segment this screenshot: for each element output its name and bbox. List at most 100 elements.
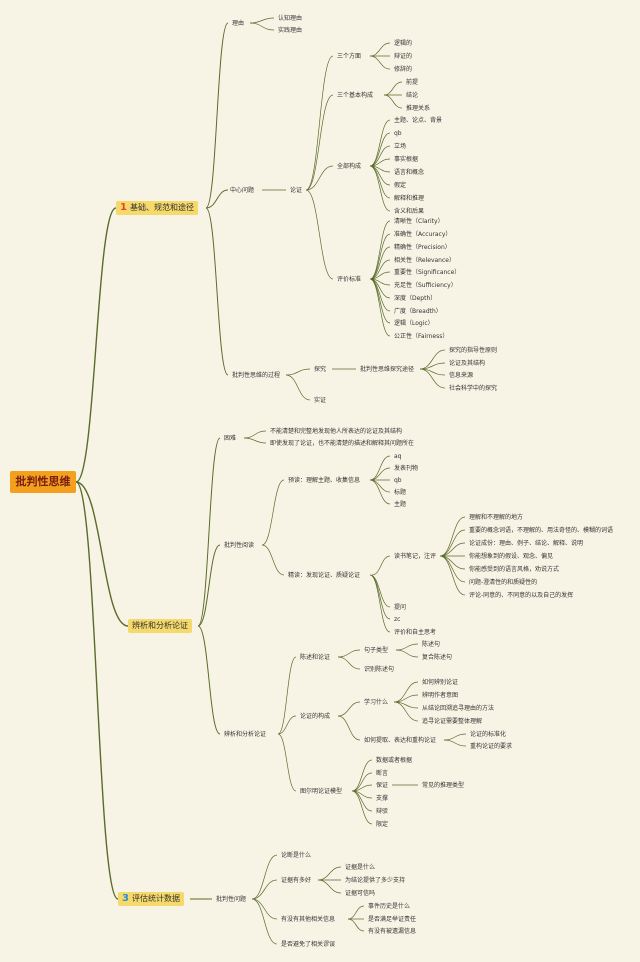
node-notes-item[interactable]: 你能想象到的假设、观念、偏见 (469, 553, 554, 560)
node-all-parts-item[interactable]: 立场 (394, 143, 407, 150)
node-structure[interactable]: 论证的构成 (300, 713, 331, 720)
node-three-basic-item[interactable]: 推理关系 (406, 105, 431, 112)
node-toulmin-item[interactable]: 辩驳 (376, 808, 389, 815)
node-all-parts-item[interactable]: 事实根据 (394, 156, 419, 163)
root-node[interactable]: 批判性思维 (10, 471, 76, 493)
node-identify[interactable]: 识别陈述句 (364, 666, 395, 673)
node-three-basic-item[interactable]: 结论 (406, 92, 419, 99)
node-close-extra[interactable]: zc (394, 616, 401, 623)
node-notes-item[interactable]: 你能感受到的语言风格，劝说方式 (469, 566, 560, 573)
node-learn[interactable]: 学习什么 (364, 699, 389, 706)
node-toulmin-item[interactable]: 保证 (376, 782, 389, 789)
node-eval-item[interactable]: 充足性（Sufficiency） (394, 282, 457, 289)
node-all-parts-item[interactable]: 假定 (394, 182, 407, 189)
node-all-parts-item[interactable]: 含义和后果 (394, 208, 425, 215)
node-all-parts-item[interactable]: 主题、论点、背景 (394, 117, 443, 124)
node-learn-item[interactable]: 追寻论证需要整体理解 (422, 718, 483, 725)
node-all-parts-item[interactable]: 语言和概念 (394, 169, 425, 176)
node-learn-item[interactable]: 辨明作者意图 (422, 692, 459, 699)
node-explore[interactable]: 探究 (314, 366, 327, 373)
node-common-reasoning[interactable]: 常见的推理类型 (422, 782, 465, 789)
node-analysis[interactable]: 辨析和分析论证 (224, 731, 267, 738)
node-eval-item[interactable]: 广度（Breadth） (394, 308, 442, 315)
node-notes-item[interactable]: 评论-同意的、不同意的以及自己的发挥 (469, 592, 574, 599)
node-eval-item[interactable]: 精确性（Precision） (394, 244, 451, 251)
node-learn-item[interactable]: 从结论回溯追寻理由的方法 (422, 705, 495, 712)
node-q2-item[interactable]: 为结论提供了多少支持 (345, 877, 406, 884)
node-how-item[interactable]: 论证的标准化 (470, 731, 507, 738)
node-notes-item[interactable]: 论证成份：理由、例子、结论、解释、说明 (469, 540, 584, 547)
node-three-aspects[interactable]: 三个方面 (337, 53, 362, 60)
node-how[interactable]: 如何提取、表达和重构论证 (364, 737, 437, 744)
node-q3-item[interactable]: 事件历史是什么 (368, 903, 411, 910)
node-difficulty-item[interactable]: 即使发现了论证，也不能清楚的描述和解释其问题所在 (270, 440, 415, 447)
node-eval-item[interactable]: 相关性（Relevance） (394, 257, 455, 264)
node-difficulty-item[interactable]: 不能清楚和完整地发现他人所表达的论证及其结构 (270, 428, 403, 435)
node-toulmin[interactable]: 图尔明论证模型 (300, 788, 343, 795)
node-issues[interactable]: 批判性问题 (216, 896, 247, 903)
node-reason[interactable]: 理由 (232, 20, 245, 27)
node-practice[interactable]: 实证 (314, 397, 327, 404)
node-q3-item[interactable]: 是否满足举证责任 (368, 916, 417, 923)
node-three-basic-item[interactable]: 前提 (406, 79, 419, 86)
node-sentence-item[interactable]: 陈述句 (422, 641, 441, 648)
node-q3-item[interactable]: 有没有被遗漏信息 (368, 928, 417, 935)
node-toulmin-item[interactable]: 限定 (376, 821, 389, 828)
node-preview-item[interactable]: 发表刊物 (394, 465, 419, 472)
node-sentence-item[interactable]: 复合陈述句 (422, 654, 453, 661)
node-notes-item[interactable]: 问题-澄清性的和质疑性的 (469, 579, 538, 586)
node-q1[interactable]: 论断是什么 (281, 852, 312, 859)
node-explore-item[interactable]: 社会科学中的探究 (449, 385, 498, 392)
node-eval[interactable]: 评价标准 (337, 276, 362, 283)
node-notes[interactable]: 读书笔记，注评 (394, 553, 437, 560)
node-how-item[interactable]: 重构论证的要求 (470, 743, 513, 750)
node-eval-item[interactable]: 逻辑（Logic） (394, 320, 434, 327)
node-difficulty[interactable]: 困难 (224, 435, 237, 442)
node-q3[interactable]: 有没有其他相关信息 (281, 916, 336, 923)
node-sentence-type[interactable]: 句子类型 (364, 647, 389, 654)
node-process[interactable]: 批判性思维的过程 (232, 372, 281, 379)
node-q4[interactable]: 是否避免了相关谬误 (281, 941, 336, 948)
node-three-aspects-item[interactable]: 辩证的 (394, 53, 413, 60)
node-all-parts-item[interactable]: qb (394, 130, 402, 137)
node-eval-item[interactable]: 重要性（Significance） (394, 269, 461, 276)
node-q2-item[interactable]: 证据是什么 (345, 864, 376, 871)
node-notes-item[interactable]: 理解和不理解的地方 (469, 514, 524, 521)
node-preview-item[interactable]: qb (394, 477, 402, 484)
node-preview-item[interactable]: 标题 (394, 489, 407, 496)
node-reason-item[interactable]: 实践理由 (278, 27, 303, 34)
node-close-read[interactable]: 精读：发现论证、质疑论证 (288, 572, 361, 579)
node-explore-path[interactable]: 批判性思维探究途径 (360, 366, 415, 373)
node-toulmin-item[interactable]: 断言 (376, 770, 389, 777)
node-explore-item[interactable]: 探究的指导性原则 (449, 347, 498, 354)
node-center-question[interactable]: 中心问题 (230, 187, 255, 194)
node-explore-item[interactable]: 信息来源 (449, 372, 474, 379)
node-toulmin-item[interactable]: 数据或者根据 (376, 757, 413, 764)
node-statement[interactable]: 陈述和论证 (300, 654, 331, 661)
node-all-parts[interactable]: 全部构成 (337, 163, 362, 170)
node-three-aspects-item[interactable]: 修辞的 (394, 66, 413, 73)
node-preview-item[interactable]: aq (394, 453, 402, 460)
node-preview[interactable]: 预读：理解主题、收集信息 (288, 477, 361, 484)
node-learn-item[interactable]: 如何辨别论证 (422, 679, 459, 686)
node-close-extra[interactable]: 提问 (394, 604, 407, 611)
node-eval-item[interactable]: 深度（Depth） (394, 295, 437, 302)
node-q2[interactable]: 证据有多好 (281, 877, 312, 884)
node-argument[interactable]: 论证 (290, 187, 303, 194)
node-eval-item[interactable]: 清晰性（Clarity） (394, 218, 444, 225)
node-close-extra[interactable]: 评价和自主思考 (394, 629, 437, 636)
node-explore-item[interactable]: 论证及其结构 (449, 360, 486, 367)
node-all-parts-item[interactable]: 解释和推理 (394, 195, 425, 202)
node-preview-item[interactable]: 主题 (394, 501, 407, 508)
node-reading[interactable]: 批判性阅读 (224, 542, 255, 549)
node-eval-item[interactable]: 准确性（Accuracy） (394, 231, 452, 238)
node-reason-item[interactable]: 认知理由 (278, 15, 303, 22)
node-toulmin-item[interactable]: 支撑 (376, 795, 389, 802)
node-q2-item[interactable]: 证据可信吗 (345, 890, 376, 897)
node-notes-item[interactable]: 重要的概念词语，不理解的、用法奇怪的、模糊的词语 (469, 527, 614, 534)
node-three-basic[interactable]: 三个基本构成 (337, 92, 374, 99)
branch-2[interactable]: 辨析和分析论证 (128, 619, 192, 633)
node-eval-item[interactable]: 公正性（Fairness） (394, 333, 449, 340)
